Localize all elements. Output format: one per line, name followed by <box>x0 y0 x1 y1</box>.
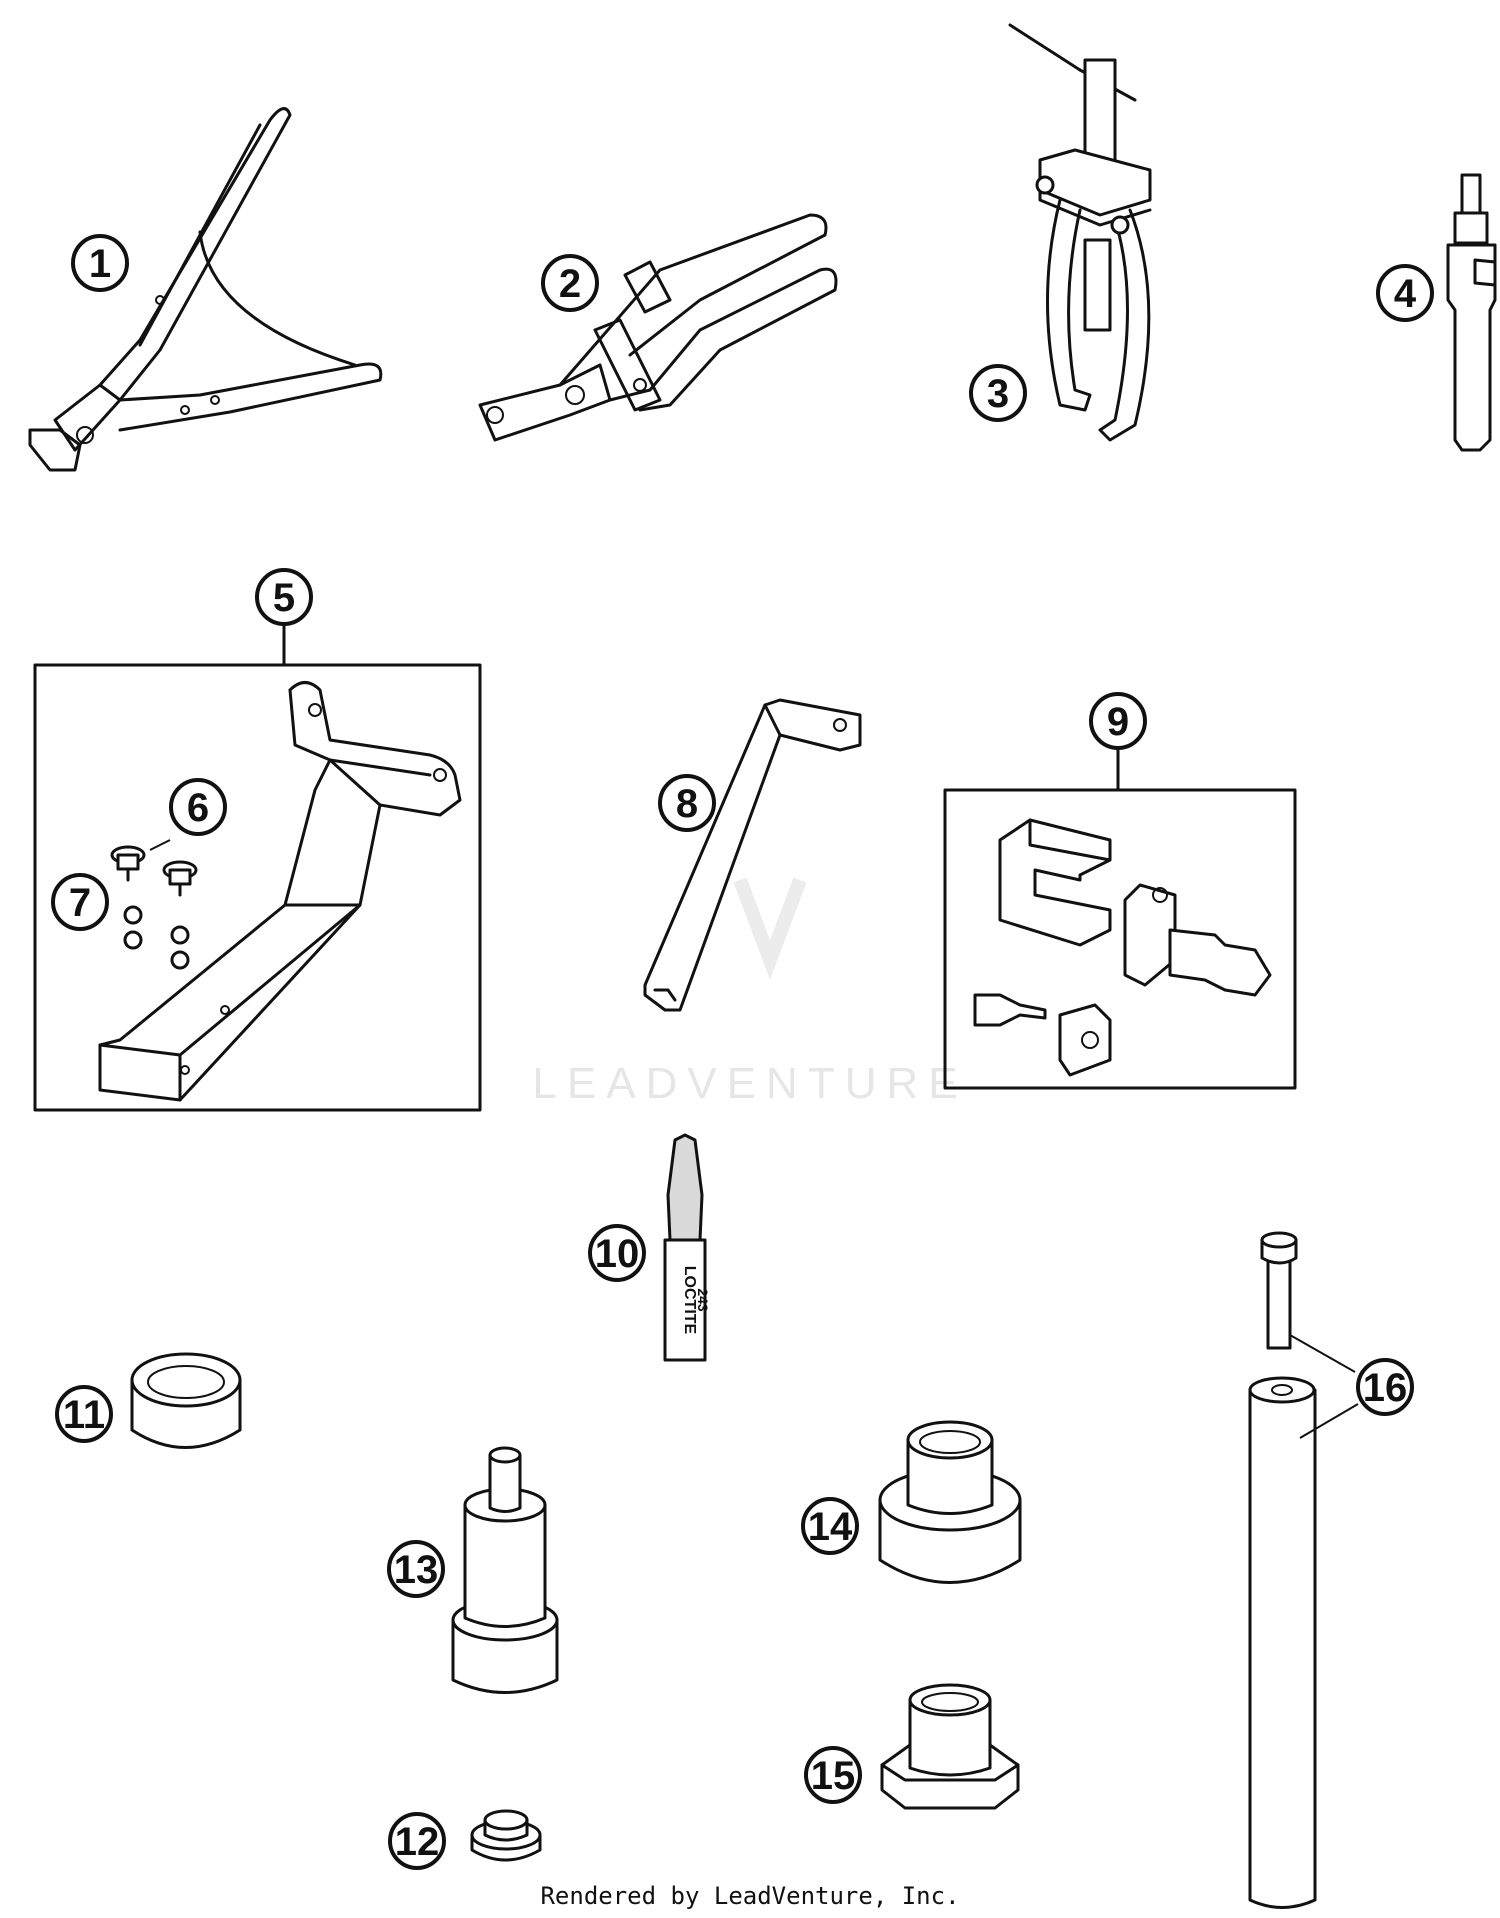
callout-13[interactable]: 13 <box>387 1540 445 1598</box>
callout-14[interactable]: 14 <box>801 1497 859 1555</box>
callout-7[interactable]: 7 <box>51 873 109 931</box>
watermark-text: LEADVENTURE <box>532 1059 967 1108</box>
part-5-box <box>33 663 482 1112</box>
part-16-bolt-and-tube[interactable] <box>1248 1231 1359 1909</box>
svg-text:16: 16 <box>1363 1366 1408 1410</box>
tube-label-243: 243 <box>695 1288 711 1312</box>
callout-8[interactable]: 8 <box>658 774 716 832</box>
watermark: LEADVENTURE <box>532 877 967 1108</box>
callout-10[interactable]: 10 <box>588 1224 646 1282</box>
callout-12[interactable]: 12 <box>388 1812 446 1870</box>
part-14-stepped-press-tool[interactable] <box>878 1420 1022 1584</box>
part-13-press-tool[interactable] <box>451 1446 559 1694</box>
callout-1[interactable]: 1 <box>71 234 129 292</box>
svg-text:9: 9 <box>1107 700 1129 744</box>
part-1-hose-clamp-pliers[interactable] <box>28 107 383 472</box>
callout-2[interactable]: 2 <box>541 254 599 312</box>
svg-text:13: 13 <box>394 1548 439 1592</box>
callout-4[interactable]: 4 <box>1376 264 1434 322</box>
callout-16[interactable]: 16 <box>1356 1358 1414 1416</box>
svg-text:2: 2 <box>559 262 581 306</box>
svg-text:5: 5 <box>273 576 295 620</box>
callout-5[interactable]: 5 <box>255 568 313 626</box>
svg-text:10: 10 <box>595 1232 640 1276</box>
svg-text:1: 1 <box>89 242 111 286</box>
part-8-holding-bar[interactable] <box>643 698 862 1012</box>
part-6-bolts[interactable] <box>110 839 198 897</box>
callout-9[interactable]: 9 <box>1089 692 1147 750</box>
svg-text:8: 8 <box>676 782 698 826</box>
callout-6[interactable]: 6 <box>169 778 227 836</box>
footer-credit: Rendered by LeadVenture, Inc. <box>540 1882 960 1910</box>
svg-text:15: 15 <box>811 1754 856 1798</box>
svg-text:12: 12 <box>395 1820 440 1864</box>
part-3-two-arm-puller[interactable] <box>1008 23 1152 442</box>
svg-text:11: 11 <box>63 1393 105 1437</box>
svg-text:3: 3 <box>987 372 1009 416</box>
part-10-loctite-243[interactable]: LOCTITE 243 <box>663 1133 711 1362</box>
svg-text:7: 7 <box>69 881 91 925</box>
part-11-bushing[interactable] <box>130 1352 242 1449</box>
callout-11[interactable]: 11 <box>55 1385 113 1443</box>
svg-text:6: 6 <box>187 786 209 830</box>
callout-3[interactable]: 3 <box>969 364 1027 422</box>
part-9-tool-kit[interactable] <box>973 818 1272 1077</box>
part-5-engine-stand[interactable] <box>98 681 462 1102</box>
tube-label-loctite: LOCTITE <box>681 1266 698 1335</box>
part-9-box <box>943 788 1297 1090</box>
part-7-nuts[interactable] <box>123 905 190 970</box>
svg-text:4: 4 <box>1394 272 1417 316</box>
svg-text:14: 14 <box>808 1505 853 1549</box>
part-4-slide-hammer-insert[interactable] <box>1446 173 1497 452</box>
part-15-hex-press-tool[interactable] <box>880 1683 1020 1810</box>
part-12-small-bushing[interactable] <box>470 1809 542 1862</box>
callout-15[interactable]: 15 <box>804 1746 862 1804</box>
part-2-clamp-pliers[interactable] <box>478 213 838 442</box>
